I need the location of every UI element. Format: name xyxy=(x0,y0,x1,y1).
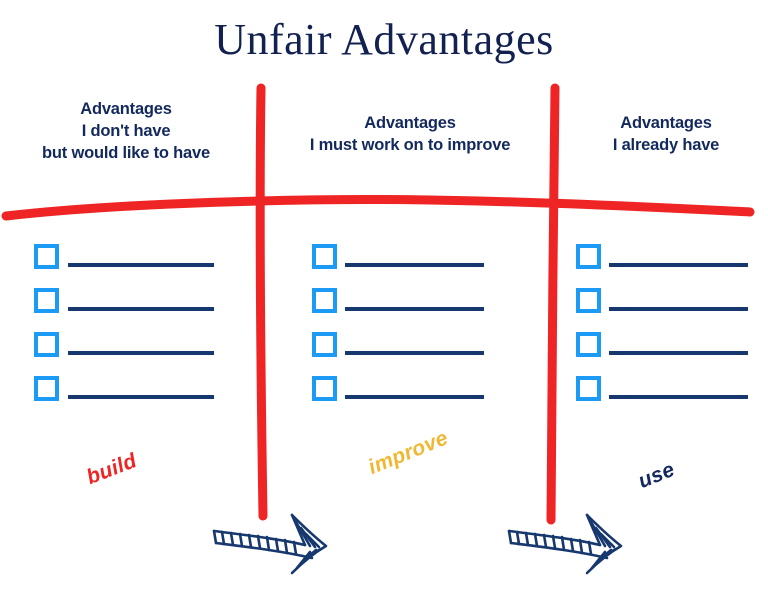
checklist-column-2 xyxy=(312,240,484,416)
write-line[interactable] xyxy=(68,351,214,355)
column-header-line: Advantages xyxy=(620,114,712,132)
vertical-divider-left xyxy=(255,83,268,521)
write-line[interactable] xyxy=(345,395,484,399)
column-header-line: Advantages xyxy=(364,114,456,132)
column-header-advantages-i-already-have: Advantages I already have xyxy=(566,112,766,156)
write-line[interactable] xyxy=(68,307,214,311)
column-header-advantages-i-dont-have: Advantages I don't have but would like t… xyxy=(2,98,250,164)
checkbox-icon[interactable] xyxy=(34,332,59,357)
checkbox-icon[interactable] xyxy=(576,288,601,313)
list-item[interactable] xyxy=(312,372,484,416)
list-item[interactable] xyxy=(312,328,484,372)
column-header-line: I don't have xyxy=(81,122,171,140)
list-item[interactable] xyxy=(312,284,484,328)
list-item[interactable] xyxy=(312,240,484,284)
page-title: Unfair Advantages xyxy=(214,15,554,64)
column-header-line: Advantages xyxy=(80,100,172,118)
list-item[interactable] xyxy=(34,284,214,328)
hatched-arrow-right-icon xyxy=(212,513,328,575)
checkbox-icon[interactable] xyxy=(34,244,59,269)
checkbox-icon[interactable] xyxy=(34,376,59,401)
checkbox-icon[interactable] xyxy=(576,332,601,357)
write-line[interactable] xyxy=(345,263,484,267)
list-item[interactable] xyxy=(34,328,214,372)
write-line[interactable] xyxy=(345,351,484,355)
checkbox-icon[interactable] xyxy=(312,332,337,357)
action-word-use: use xyxy=(635,457,679,494)
list-item[interactable] xyxy=(576,328,748,372)
write-line[interactable] xyxy=(68,263,214,267)
list-item[interactable] xyxy=(34,240,214,284)
checklist-column-3 xyxy=(576,240,748,416)
checkbox-icon[interactable] xyxy=(576,244,601,269)
horizontal-rule-stroke xyxy=(1,195,755,221)
checklist-column-1 xyxy=(34,240,214,416)
checkbox-icon[interactable] xyxy=(34,288,59,313)
checkbox-icon[interactable] xyxy=(576,376,601,401)
write-line[interactable] xyxy=(609,307,748,311)
checkbox-icon[interactable] xyxy=(312,376,337,401)
list-item[interactable] xyxy=(34,372,214,416)
column-header-line: I must work on to improve xyxy=(309,136,511,154)
column-header-line: I already have xyxy=(612,136,720,154)
checkbox-icon[interactable] xyxy=(312,288,337,313)
list-item[interactable] xyxy=(576,372,748,416)
column-header-advantages-to-improve: Advantages I must work on to improve xyxy=(268,112,552,156)
hatched-arrow-right-icon xyxy=(507,513,623,575)
column-header-line: but would like to have xyxy=(42,144,210,162)
write-line[interactable] xyxy=(609,263,748,267)
write-line[interactable] xyxy=(609,395,748,399)
write-line[interactable] xyxy=(68,395,214,399)
action-word-improve: improve xyxy=(365,426,452,480)
action-word-build: build xyxy=(83,449,140,490)
write-line[interactable] xyxy=(609,351,748,355)
checkbox-icon[interactable] xyxy=(312,244,337,269)
write-line[interactable] xyxy=(345,307,484,311)
list-item[interactable] xyxy=(576,284,748,328)
list-item[interactable] xyxy=(576,240,748,284)
